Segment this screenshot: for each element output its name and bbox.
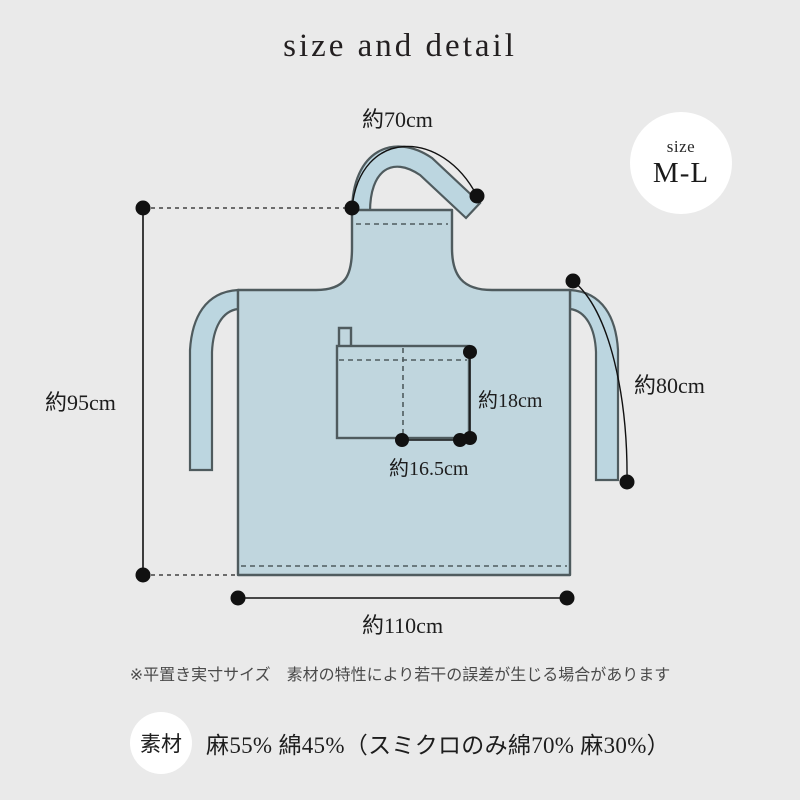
- size-badge-caption: size: [666, 137, 696, 156]
- measure-label-neck-strap: 約70cm: [362, 107, 433, 132]
- pocket-height-dot-top: [463, 345, 477, 359]
- neck-dimension-arc: [351, 145, 478, 209]
- material-composition: 麻55% 綿45%（スミクロのみ綿70% 麻30%）: [206, 733, 670, 758]
- neck-dot-right: [469, 188, 485, 204]
- pocket-width-dot-right: [453, 433, 467, 447]
- waist-dot-top: [565, 273, 581, 289]
- material-row: 素材 麻55% 綿45%（スミクロのみ綿70% 麻30%）: [0, 712, 800, 774]
- height-dot-top: [135, 200, 151, 216]
- footnote-text: ※平置き実寸サイズ 素材の特性により若干の誤差が生じる場合があります: [129, 667, 671, 684]
- measure-label-pocket-width: 約16.5cm: [389, 458, 469, 480]
- waist-dot-bottom: [619, 474, 635, 490]
- width-dot-right: [559, 590, 575, 606]
- neck-dot-left: [344, 200, 360, 216]
- height-dot-bottom: [135, 567, 151, 583]
- size-badge-value: M-L: [652, 157, 710, 189]
- pocket-tab: [337, 326, 353, 346]
- left-waist-strap: [188, 288, 240, 472]
- neck-strap: [350, 145, 482, 220]
- pocket-width-dot-left: [395, 433, 409, 447]
- width-dot-left: [230, 590, 246, 606]
- apron-body: [236, 208, 572, 577]
- measure-label-waist-strap: 約80cm: [634, 373, 705, 398]
- measure-label-pocket-height: 約18cm: [478, 390, 543, 412]
- size-badge: size M-L: [630, 112, 732, 214]
- measure-label-total-width: 約110cm: [362, 613, 444, 638]
- measure-label-total-height: 約95cm: [45, 390, 116, 415]
- waist-dimension-arc: [572, 280, 628, 483]
- page-title: size and detail: [283, 28, 517, 64]
- material-badge: 素材: [130, 712, 193, 774]
- right-waist-strap: [568, 288, 620, 482]
